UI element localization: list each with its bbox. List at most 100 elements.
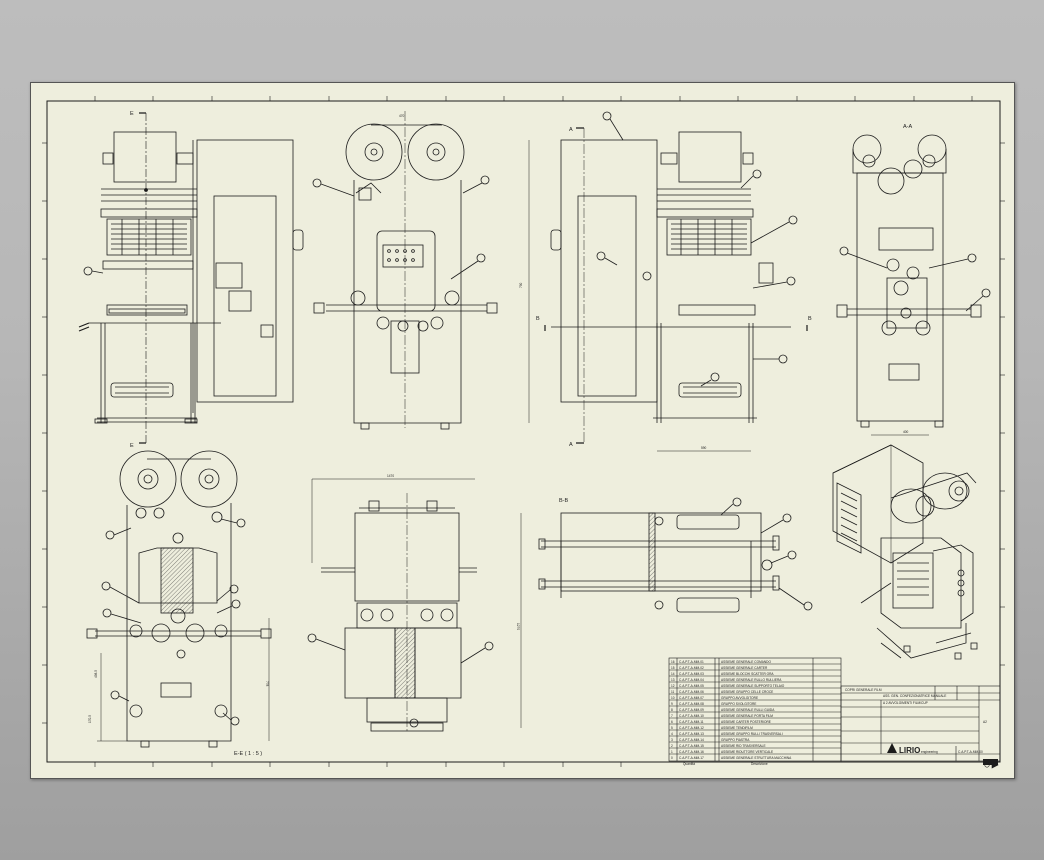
section-aa-title: A-A	[903, 124, 913, 130]
svg-text:2: 2	[671, 744, 673, 748]
section-a-top-label: A	[569, 127, 573, 133]
section-e-bottom-label: E	[130, 443, 134, 449]
dim-rear-bottom: 400	[903, 430, 909, 434]
svg-text:9: 9	[671, 702, 673, 706]
svg-text:7: 7	[671, 714, 673, 718]
svg-text:ASSIEME GENERALE SUPPORTO TELA: ASSIEME GENERALE SUPPORTO TELAIO	[721, 684, 785, 688]
view-plan	[307, 478, 522, 732]
drawing-sheet: E E A A A-A B B B-B E-E ( 1 : 5 ) 470 79…	[30, 82, 1015, 779]
svg-text:ASSIEME GENERALE PORTA FILM: ASSIEME GENERALE PORTA FILM	[721, 714, 773, 718]
svg-text:ASSIEME GRUPPO CELLE CROCE: ASSIEME GRUPPO CELLE CROCE	[721, 690, 773, 694]
svg-text:13: 13	[671, 678, 675, 682]
svg-text:ASSIEME GENERALE RULLO RULLIER: ASSIEME GENERALE RULLO RULLIERA	[721, 678, 782, 682]
svg-text:C.A.P.T-A-MM-11: C.A.P.T-A-MM-11	[679, 720, 704, 724]
svg-text:C.A.P.T-A-MM-13: C.A.P.T-A-MM-13	[679, 732, 704, 736]
view-section-ee	[86, 450, 272, 748]
title-block	[840, 685, 1001, 769]
svg-text:ASSIEME GRUPPO RULLI TRASVERSA: ASSIEME GRUPPO RULLI TRASVERSALI	[721, 732, 783, 736]
svg-text:12: 12	[671, 684, 675, 688]
sheet-size: A2	[983, 720, 987, 724]
view-front	[78, 131, 304, 424]
title-line-1: ASS. GEN. CONFEZIONATRICE MANUALE	[883, 694, 946, 698]
bom-row: 0 C.A.P.T-A-MM-17 ASSIEME GENERALE STRUTTU…	[671, 756, 792, 760]
svg-text:ASSIEME BLOCCHI SCATTER ORA: ASSIEME BLOCCHI SCATTER ORA	[721, 672, 774, 676]
svg-text:ASSIEME GENERALE COMANDO: ASSIEME GENERALE COMANDO	[721, 660, 771, 664]
svg-text:C.A.P.T-A-MM-06: C.A.P.T-A-MM-06	[679, 690, 704, 694]
svg-text:ASSIEME RIDUTTORE VERTICALE: ASSIEME RIDUTTORE VERTICALE	[721, 750, 773, 754]
drawing-frame	[46, 100, 1001, 763]
section-b-left-label: B	[536, 316, 540, 322]
svg-text:ASSIEME RID TRASVERSALE: ASSIEME RID TRASVERSALE	[721, 744, 766, 748]
view-isometric	[832, 444, 978, 660]
dim-ee-left: 498.5	[94, 670, 98, 678]
dim-top-width: 1470	[387, 474, 394, 478]
bom-row: 5 C.A.P.T-A-MM-12 ASSIEME TENDIFILM	[671, 726, 753, 730]
svg-text:C.A.P.T-A-MM-03: C.A.P.T-A-MM-03	[679, 672, 704, 676]
svg-text:5: 5	[671, 726, 673, 730]
svg-text:3: 3	[671, 738, 673, 742]
svg-text:6: 6	[671, 720, 673, 724]
svg-text:4: 4	[671, 732, 673, 736]
svg-text:ASSIEME GENERALE CARTER: ASSIEME GENERALE CARTER	[721, 666, 768, 670]
dim-front-top: 470	[399, 114, 405, 118]
svg-text:14: 14	[671, 672, 675, 676]
svg-text:C.A.P.T-A-MM-01: C.A.P.T-A-MM-01	[679, 660, 704, 664]
dim-side-bottom: 590	[701, 446, 707, 450]
bom-row: 6 C.A.P.T-A-MM-11 ASSIEME CARTER POSTERIOR…	[671, 720, 771, 724]
title-line-2: A 2 AVVOLGIMENTI FILM/CUP	[883, 701, 928, 705]
bom-row: 14 C.A.P.T-A-MM-03 ASSIEME BLOCCHI SCATTER…	[671, 672, 774, 676]
bom-row: 8 C.A.P.T-A-MM-09 ASSIEME GENERALE RULLI G…	[671, 708, 775, 712]
svg-text:8: 8	[671, 708, 673, 712]
svg-text:ASSIEME GENERALE STRUTTURA MAC: ASSIEME GENERALE STRUTTURA MACCHINA	[721, 756, 792, 760]
view-side-section	[528, 111, 798, 452]
svg-text:C.A.P.T-A-MM-14: C.A.P.T-A-MM-14	[679, 738, 704, 742]
bom-row: 13 C.A.P.T-A-MM-04 ASSIEME GENERALE RULLO …	[671, 678, 782, 682]
bom-row: 4 C.A.P.T-A-MM-13 ASSIEME GRUPPO RULLI TRA…	[671, 732, 783, 736]
svg-text:C.A.P.T-A-MM-10: C.A.P.T-A-MM-10	[679, 714, 704, 718]
svg-text:0: 0	[671, 756, 673, 760]
bom-footer-qty: Quantità	[683, 762, 695, 766]
title-block-header: COPRI GENERALE FILM	[845, 688, 882, 692]
section-a-bottom-label: A	[569, 442, 573, 448]
svg-text:C.A.P.T-A-MM-04: C.A.P.T-A-MM-04	[679, 678, 704, 682]
bom-footer-desc: Descrizione	[751, 762, 768, 766]
bom-row: 12 C.A.P.T-A-MM-05 ASSIEME GENERALE SUPPOR…	[671, 684, 785, 688]
svg-text:C.A.P.T-A-MM-15: C.A.P.T-A-MM-15	[679, 744, 704, 748]
svg-text:C.A.P.T-A-MM-12: C.A.P.T-A-MM-12	[679, 726, 704, 730]
svg-text:10: 10	[671, 696, 675, 700]
svg-text:C.A.P.T-A-MM-17: C.A.P.T-A-MM-17	[679, 756, 704, 760]
company-logo-text: LIRIO	[899, 746, 920, 755]
frame-ticks	[42, 96, 1005, 767]
dim-ee-right: 778	[265, 681, 269, 687]
svg-text:ASSIEME CARTER POSTERIORE: ASSIEME CARTER POSTERIORE	[721, 720, 771, 724]
svg-text:GRUPPO SVOLGITORE: GRUPPO SVOLGITORE	[721, 702, 756, 706]
bom-row: 7 C.A.P.T-A-MM-10 ASSIEME GENERALE PORTA F…	[671, 714, 773, 718]
technical-drawing: E E A A A-A B B B-B E-E ( 1 : 5 ) 470 79…	[42, 96, 1005, 769]
view-section-bb	[538, 497, 813, 613]
dim-ee-low: 170.5	[88, 715, 92, 723]
svg-text:ASSIEME GENERALE RULLI GUIDA: ASSIEME GENERALE RULLI GUIDA	[721, 708, 775, 712]
dim-side-height: 790	[519, 282, 523, 288]
svg-text:C.A.P.T-A-MM-07: C.A.P.T-A-MM-07	[679, 696, 704, 700]
view-rear	[836, 134, 991, 436]
svg-text:15: 15	[671, 666, 675, 670]
dim-top-height: 1270	[516, 623, 520, 630]
section-bb-title: B-B	[559, 498, 569, 504]
section-e-top-label: E	[130, 111, 134, 117]
bom-row: 3 C.A.P.T-A-MM-14 GRUPPO PIASTRA	[671, 738, 750, 742]
svg-text:C.A.P.T-A-MM-08: C.A.P.T-A-MM-08	[679, 702, 704, 706]
svg-text:C.A.P.T-A-MM-05: C.A.P.T-A-MM-05	[679, 684, 704, 688]
svg-text:ASSIEME TENDIFILM: ASSIEME TENDIFILM	[721, 726, 753, 730]
company-subtitle: engineering	[921, 750, 938, 754]
drawing-number: C.A.P.T-A-MM-00	[958, 750, 983, 754]
svg-text:C.A.P.T-A-MM-09: C.A.P.T-A-MM-09	[679, 708, 704, 712]
svg-text:GRUPPO PIASTRA: GRUPPO PIASTRA	[721, 738, 750, 742]
bom-row: 9 C.A.P.T-A-MM-08 GRUPPO SVOLGITORE	[671, 702, 756, 706]
section-ee-title: E-E ( 1 : 5 )	[234, 751, 262, 757]
